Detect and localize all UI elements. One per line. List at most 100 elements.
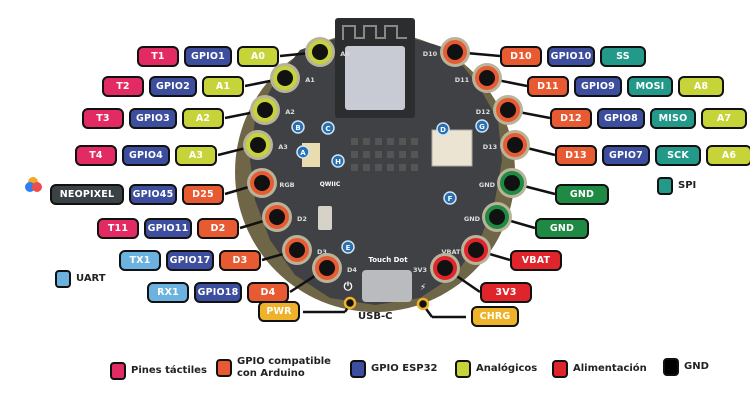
usb-c-label: USB-C xyxy=(358,311,393,322)
chrg-label: CHRG xyxy=(471,306,519,327)
pin-hole xyxy=(479,70,495,86)
pin-hole xyxy=(257,102,273,118)
pin-hole xyxy=(500,102,516,118)
silkscreen-d10: D10 xyxy=(423,50,438,58)
pin-label-spi: MOSI xyxy=(627,76,673,97)
silkscreen-d4: D4 xyxy=(347,266,357,274)
header-hole xyxy=(411,151,418,158)
pin-label-arduino: D10 xyxy=(500,46,542,67)
pin-label-neopixel: NEOPIXEL xyxy=(50,184,124,205)
header-hole xyxy=(387,138,394,145)
pin-hole xyxy=(489,209,505,225)
header-hole xyxy=(399,164,406,171)
gnd-swatch xyxy=(663,358,679,376)
legend-power: Alimentación xyxy=(552,360,647,378)
silkscreen-gnd: GND xyxy=(479,181,496,189)
spi-legend: SPI xyxy=(657,177,696,195)
legend-esp32: GPIO ESP32 xyxy=(350,360,438,378)
pin-label-esp32: GPIO7 xyxy=(602,145,650,166)
neopixel-icon-blue xyxy=(25,182,35,192)
pin-label-spi: SS xyxy=(600,46,646,67)
legend-touch-label: Pines táctiles xyxy=(131,365,207,376)
silkscreen-a0: A0 xyxy=(340,50,350,58)
silkscreen-d2: D2 xyxy=(297,215,307,223)
pin-label-analog: A8 xyxy=(678,76,724,97)
pin-label-esp32: GPIO2 xyxy=(149,76,197,97)
pin-label-esp32: GPIO11 xyxy=(144,218,192,239)
pin-label-touch: T11 xyxy=(97,218,139,239)
pin-hole xyxy=(277,70,293,86)
pin-label-spi: MISO xyxy=(650,108,696,129)
header-hole xyxy=(387,151,394,158)
pin-hole xyxy=(468,242,484,258)
uart-swatch xyxy=(55,270,71,288)
pin-label-spi: SCK xyxy=(655,145,701,166)
pin-label-arduino: D3 xyxy=(219,250,261,271)
esp32-swatch xyxy=(350,360,366,378)
pin-hole xyxy=(254,175,270,191)
pin-label-esp32: GPIO45 xyxy=(129,184,177,205)
silkscreen-gnd: GND xyxy=(464,215,481,223)
silkscreen-a3: A3 xyxy=(278,143,288,151)
marker-b xyxy=(291,120,305,134)
pin-label-esp32: GPIO9 xyxy=(574,76,622,97)
header-hole xyxy=(375,138,382,145)
pin-hole xyxy=(289,242,305,258)
marker-label-b: B xyxy=(295,124,300,132)
power-swatch xyxy=(552,360,568,378)
pin-label-touch: T2 xyxy=(102,76,144,97)
marker-f xyxy=(443,191,457,205)
legend-analog: Analógicos xyxy=(455,360,537,378)
pin-label-arduino: D2 xyxy=(197,218,239,239)
silkscreen-a1: A1 xyxy=(305,76,315,84)
pin-label-arduino: D4 xyxy=(247,282,289,303)
marker-label-h: H xyxy=(335,158,341,166)
header-hole xyxy=(375,151,382,158)
pin-label-esp32: GPIO4 xyxy=(122,145,170,166)
legend-arduino-line2: con Arduino xyxy=(237,368,305,379)
pin-label-uart: TX1 xyxy=(119,250,161,271)
pin-label-touch: T3 xyxy=(82,108,124,129)
spi-swatch xyxy=(657,177,673,195)
silkscreen-vbat: VBAT xyxy=(442,248,462,256)
marker-c xyxy=(321,121,335,135)
neopixel-icon-red xyxy=(32,182,42,192)
usb-c-port xyxy=(362,270,412,302)
pin-label-analog: A6 xyxy=(706,145,750,166)
header-hole xyxy=(399,138,406,145)
marker-d xyxy=(436,122,450,136)
header-hole xyxy=(363,151,370,158)
touch-swatch xyxy=(110,362,126,380)
power-icon: ⏻ xyxy=(344,280,353,293)
marker-label-f: F xyxy=(448,195,453,203)
legend-touch: Pines táctiles xyxy=(110,362,207,380)
header-hole xyxy=(387,164,394,171)
pin-hole xyxy=(447,44,463,60)
silkscreen-d3: D3 xyxy=(317,248,327,256)
header-hole xyxy=(399,151,406,158)
pin-label-power: 3V3 xyxy=(480,282,532,303)
charge-icon: ⚡ xyxy=(420,283,426,293)
legend-power-label: Alimentación xyxy=(573,363,647,374)
pin-label-analog: A7 xyxy=(701,108,747,129)
pwr-label: PWR xyxy=(258,301,300,322)
legend-analog-label: Analógicos xyxy=(476,363,538,374)
silkscreen-rgb: RGB xyxy=(279,181,294,189)
pin-hole xyxy=(319,260,335,276)
header-hole xyxy=(411,164,418,171)
legend-gnd-label: GND xyxy=(684,361,709,372)
silkscreen-d11: D11 xyxy=(455,76,470,84)
pin-hole xyxy=(507,137,523,153)
pin-hole xyxy=(504,175,520,191)
header-hole xyxy=(351,151,358,158)
legend-gnd: GND xyxy=(663,358,709,376)
marker-e xyxy=(341,240,355,254)
pin-label-uart: RX1 xyxy=(147,282,189,303)
pin-label-power: VBAT xyxy=(510,250,562,271)
pin-label-analog: A1 xyxy=(202,76,244,97)
pin-label-esp32: GPIO3 xyxy=(129,108,177,129)
chrg-led xyxy=(416,297,430,311)
pin-label-touch: T4 xyxy=(75,145,117,166)
header-hole xyxy=(351,138,358,145)
antenna-trace xyxy=(342,25,407,40)
